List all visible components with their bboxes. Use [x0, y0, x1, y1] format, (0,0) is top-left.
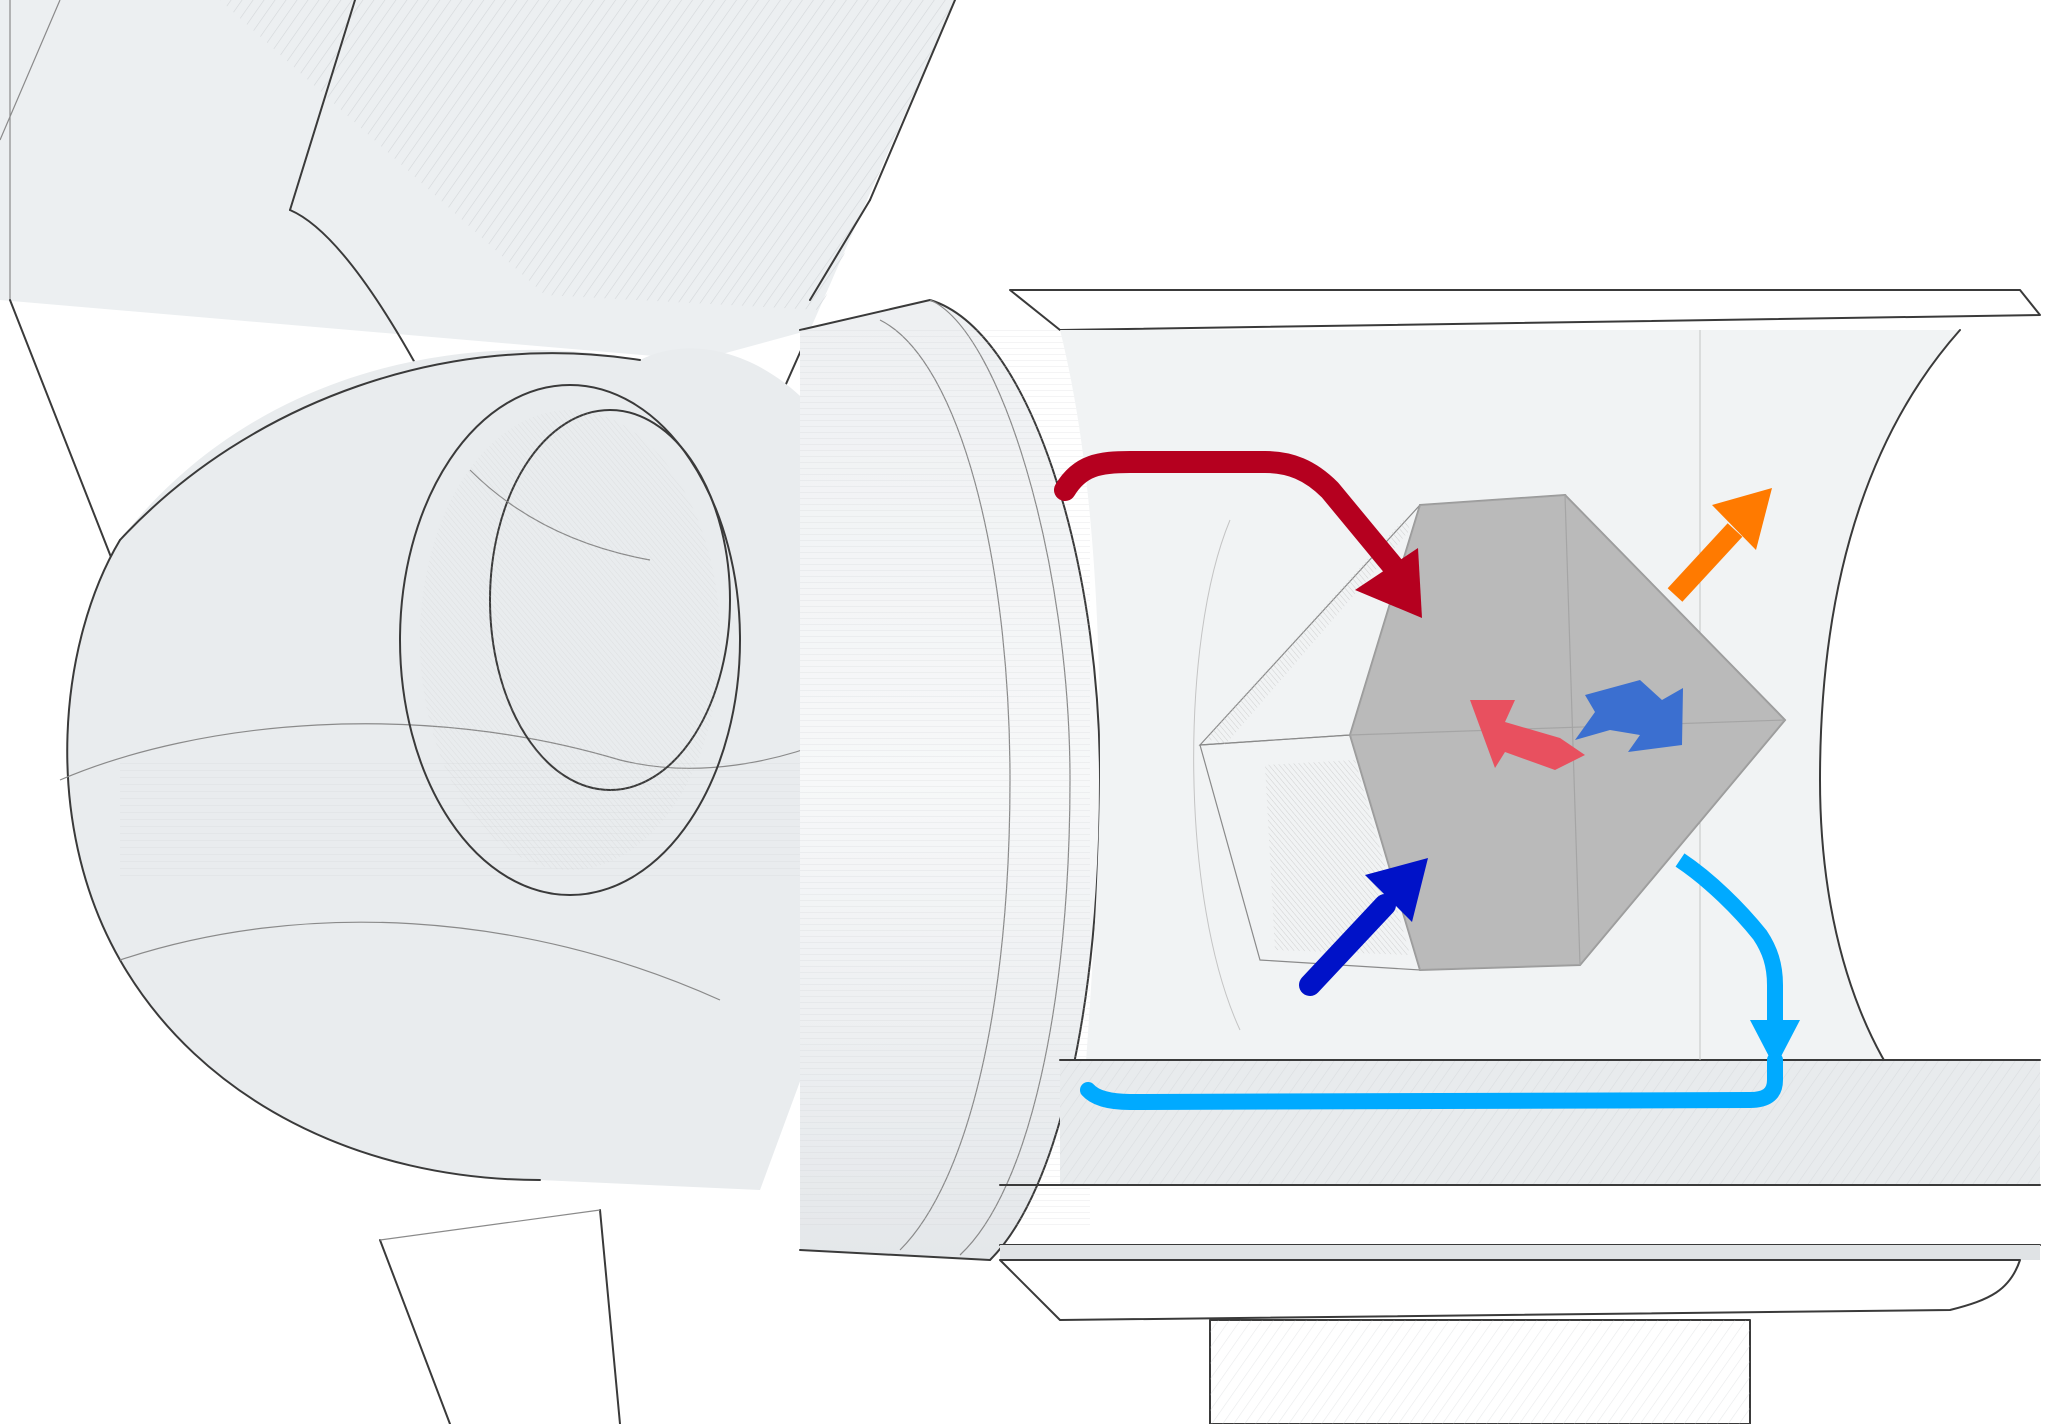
warm-outflow-arrow [1667, 488, 1772, 602]
cold-inflow-arrow [1299, 858, 1428, 996]
cool-outflow-arrow [1080, 853, 1800, 1110]
upper-pipe [0, 0, 956, 604]
lower-support [379, 1209, 1751, 1424]
inner-ring [399, 384, 741, 896]
coupling-flange [799, 299, 1101, 1261]
exchange-arrows-icon [1470, 680, 1683, 770]
hot-inflow-arrow [1054, 451, 1422, 618]
elbow-joint [59, 348, 831, 1191]
